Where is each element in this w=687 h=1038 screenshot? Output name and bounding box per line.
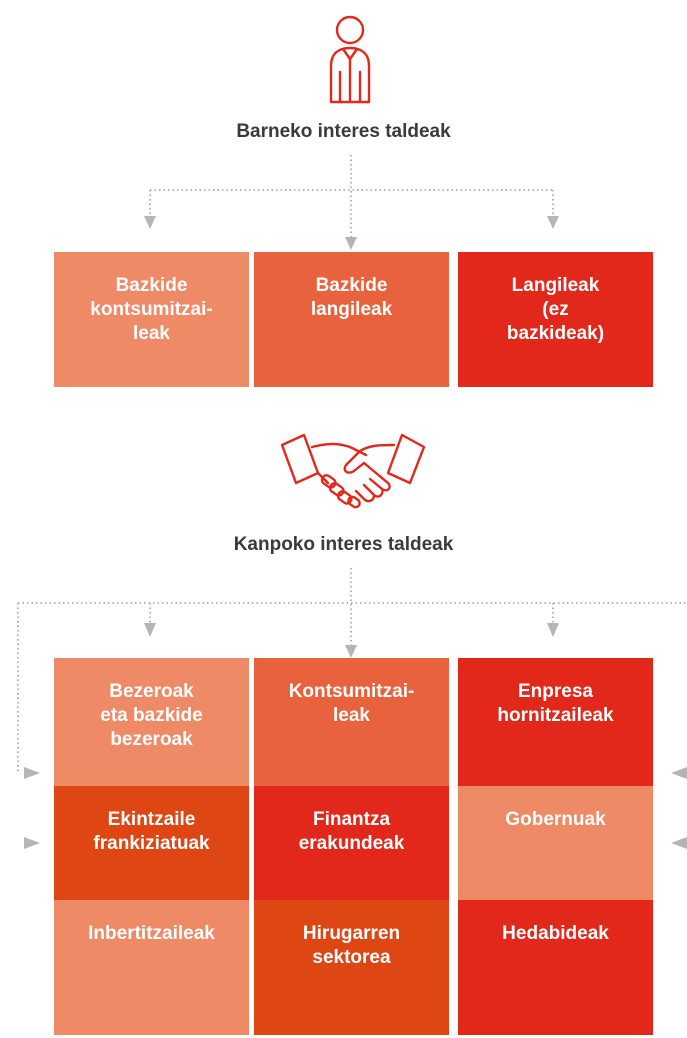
- box-inbertitzaileak: Inbertitzaileak: [54, 900, 249, 1035]
- person-icon: [329, 15, 371, 104]
- box-bezeroak: Bezeroak eta bazkide bezeroak: [54, 658, 249, 793]
- arrow-left: [671, 767, 687, 779]
- arrow-down: [144, 623, 156, 637]
- box-bazkide-langileak: Bazkide langileak: [254, 252, 449, 387]
- box-langileak-ez-bazkideak: Langileak (ez bazkideak): [458, 252, 653, 387]
- box-bazkide-kontsumitzaileak: Bazkide kontsumitzai- leak: [54, 252, 249, 387]
- arrow-down: [547, 216, 559, 229]
- box-finantza-erakundeak: Finantza erakundeak: [254, 786, 449, 921]
- box-kontsumitzaileak: Kontsumitzai- leak: [254, 658, 449, 793]
- box-ekintzaile-frankiziatuak: Ekintzaile frankiziatuak: [54, 786, 249, 921]
- arrow-down: [547, 623, 559, 637]
- arrow-right: [24, 767, 40, 779]
- box-hedabideak: Hedabideak: [458, 900, 653, 1035]
- external-title: Kanpoko interes taldeak: [233, 534, 454, 555]
- box-gobernuak: Gobernuak: [458, 786, 653, 921]
- handshake-icon: [280, 433, 426, 509]
- arrow-down: [345, 645, 357, 658]
- arrow-down: [144, 216, 156, 229]
- arrow-down: [345, 237, 357, 250]
- internal-title: Barneko interes taldeak: [236, 121, 451, 142]
- arrow-right: [24, 837, 40, 849]
- arrow-left: [671, 837, 687, 849]
- box-enpresa-hornitzaileak: Enpresa hornitzaileak: [458, 658, 653, 793]
- box-hirugarren-sektorea: Hirugarren sektorea: [254, 900, 449, 1035]
